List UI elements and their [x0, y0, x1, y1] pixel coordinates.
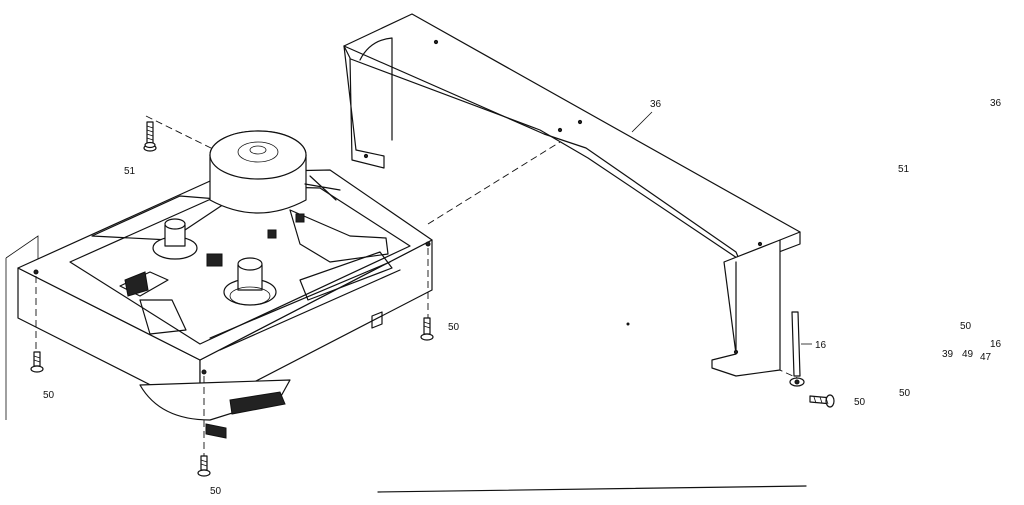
callout-36: 36 [650, 99, 662, 110]
index-47: 47 [980, 352, 992, 363]
mechanism-chassis [5, 130, 433, 439]
index-16: 16 [990, 339, 1002, 350]
stray-dot [626, 322, 630, 326]
screw-50-left [30, 351, 44, 373]
index-50b: 50 [899, 388, 911, 399]
index-49: 49 [962, 349, 974, 360]
index-51: 51 [898, 164, 910, 175]
screw-50-bottom [197, 455, 211, 477]
screw-50-mid [420, 317, 434, 341]
index-36: 36 [990, 98, 1002, 109]
callout-50-left: 50 [43, 390, 55, 401]
screw-50-right [809, 394, 835, 408]
baseline-rule [377, 485, 807, 493]
index-39: 39 [942, 349, 954, 360]
callout-16: 16 [815, 340, 827, 351]
bracket-36 [343, 13, 801, 377]
screw-51 [143, 121, 157, 152]
callout-50-bottom: 50 [210, 486, 222, 497]
callout-50-mid: 50 [448, 322, 460, 333]
callout-51: 51 [124, 166, 136, 177]
shaft-16 [789, 311, 812, 387]
index-50a: 50 [960, 321, 972, 332]
callout-50-right: 50 [854, 397, 866, 408]
